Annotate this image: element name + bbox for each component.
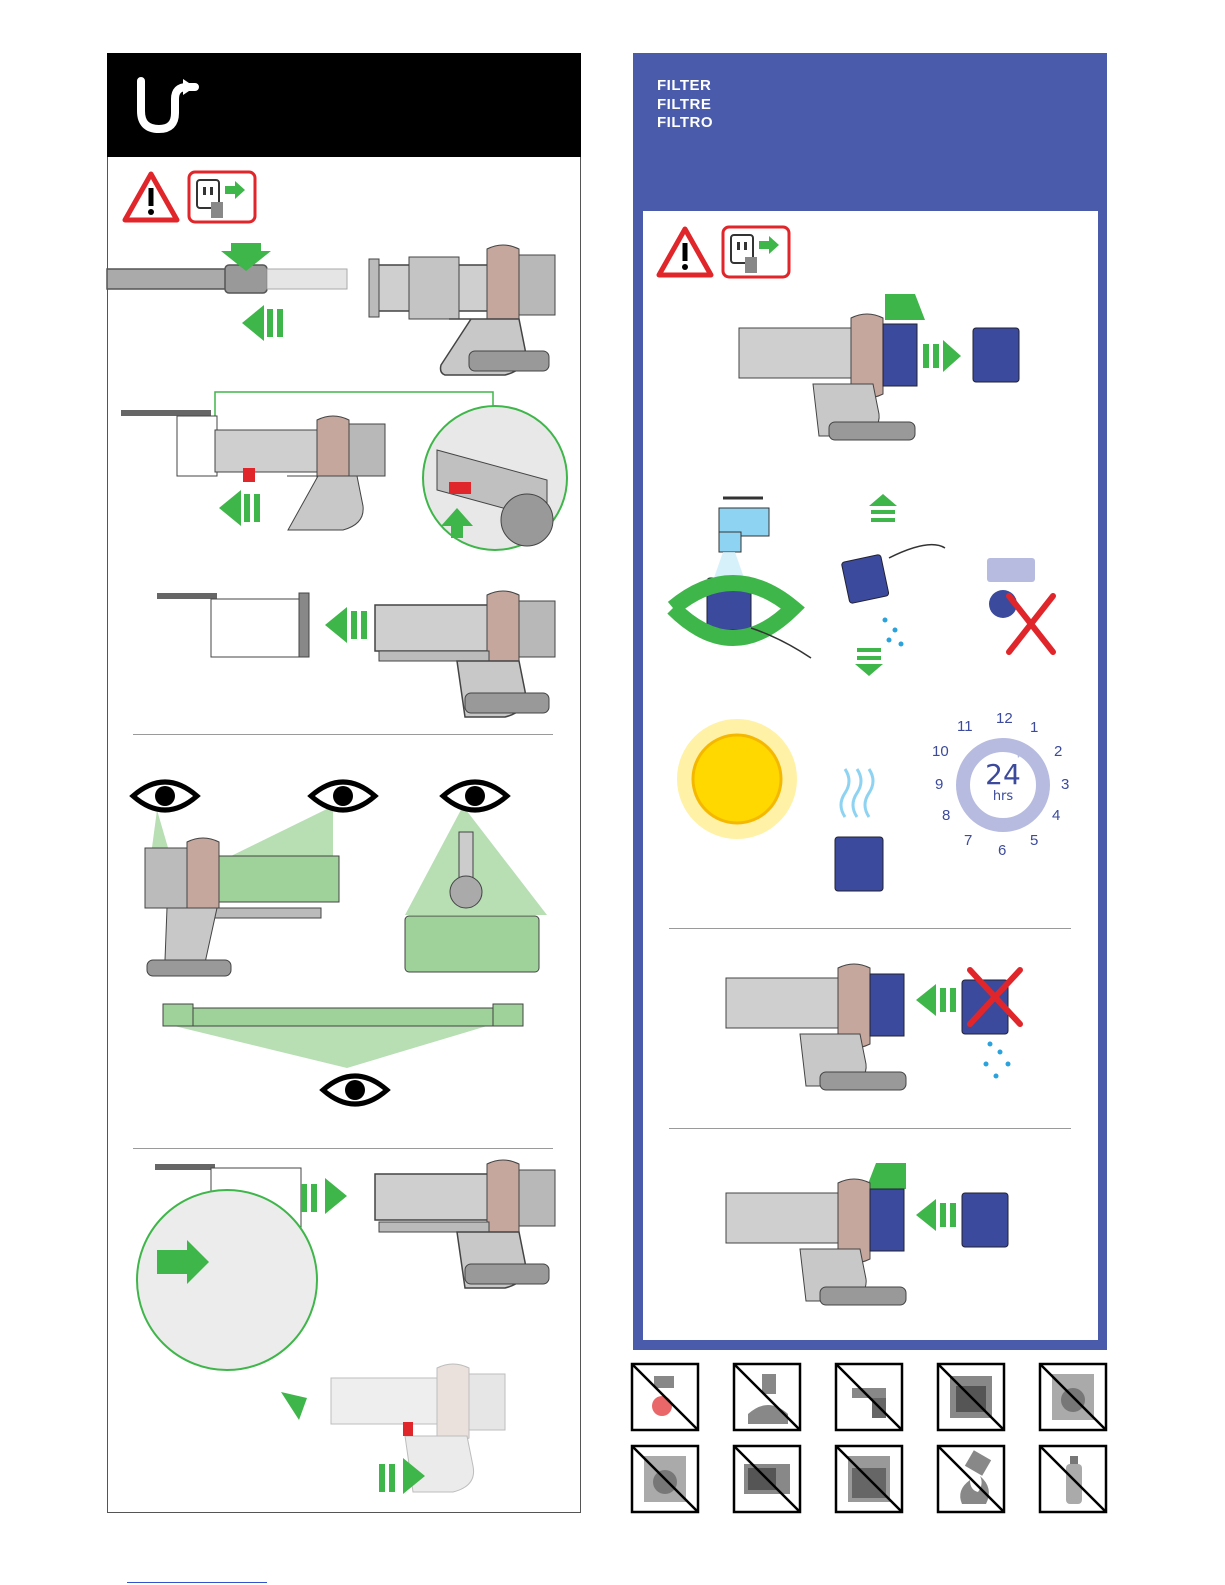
tap-icon [719,498,769,552]
clock-duration-value: 24 [975,760,1031,790]
sun-icon [677,719,797,839]
blockage-header [107,53,581,157]
water-drops-icon [984,1042,1011,1079]
unplug-from-mains-icon [189,172,255,222]
release-bin-illustration [107,390,581,570]
remove-filter-illustration [733,288,1033,448]
cross-out-icon [1009,596,1053,652]
vacuum-body-reversed [145,838,339,976]
refit-bin-illustration [107,1160,581,1505]
filter-unit [962,1193,1008,1247]
heat-waves-icon [841,769,873,817]
clock-hour-5: 5 [1030,832,1038,849]
clock-hour-7: 7 [964,832,972,849]
eye-icon [133,782,197,810]
twist-arrow-icon [885,294,925,320]
no-dishwasher-icon [836,1446,902,1512]
footer-link-underline [127,1582,267,1583]
vacuum-body [375,591,555,717]
eye-icon [311,782,375,810]
pipe-blockage-icon [135,77,199,135]
water-drops-icon [883,618,904,647]
clock-hour-10: 10 [932,743,949,760]
clock-hour-3: 3 [1061,776,1069,793]
clock-duration-unit: hrs [975,790,1031,804]
push-left-arrow-icon [916,1199,956,1231]
inspect-blockages-illustration [107,770,581,1110]
push-right-arrow-icon [301,1178,347,1214]
no-detergent-icon [734,1364,800,1430]
clock-hour-9: 9 [935,776,943,793]
wash-filter-illustration [663,488,1093,688]
left-divider-2 [133,1148,553,1149]
filter-title-en: FILTER [657,77,713,96]
vacuum-body [369,245,555,375]
filter-unit [973,328,1019,382]
clock-hour-2: 2 [1054,743,1062,760]
pull-left-arrow-icon [325,607,367,643]
warning-triangle-icon [659,229,711,275]
right-warning-group [657,225,797,285]
pull-left-arrow-icon [242,305,283,341]
clock-hour-11: 11 [957,718,973,735]
filter-unit [841,554,889,603]
clock-hour-12: 12 [996,710,1013,727]
pull-right-arrow-icon [923,340,961,372]
shake-down-arrow-icon [855,648,883,676]
no-brush-icon [836,1364,902,1430]
filter-unit [835,837,883,891]
filter-title-fr: FILTRE [657,96,713,115]
no-hot-water-icon [632,1364,698,1430]
unplug-from-mains-icon [723,227,789,277]
no-oven-icon [938,1364,1004,1430]
no-fire-icon [938,1446,1004,1512]
clock-hour-1: 1 [1030,719,1038,736]
left-divider-1 [133,734,553,735]
click-arrow-icon [281,1392,307,1420]
detach-wand-illustration [107,235,581,380]
wand-tube [163,1004,523,1026]
filter-title-es: FILTRO [657,114,713,133]
no-aerosol-icon [1040,1446,1106,1512]
vacuum-body [375,1160,555,1288]
shake-up-arrow-icon [869,494,897,522]
release-button-detail [423,406,567,550]
left-warning-group [123,170,263,230]
remove-bin-illustration [107,585,581,725]
care-prohibited-grid [630,1362,1110,1542]
pull-left-arrow-icon [219,490,260,526]
clock-hour-6: 6 [998,842,1006,859]
filter-title: FILTER FILTRE FILTRO [657,77,713,133]
push-left-arrow-icon [916,984,956,1016]
eye-icon [323,1076,387,1104]
right-divider-2 [669,1128,1071,1129]
dry-filter-illustration [663,705,953,895]
no-wet-refit-illustration [720,960,1040,1100]
refit-filter-illustration [720,1155,1040,1315]
no-detergent-icon [987,558,1053,652]
warning-triangle-icon [125,174,177,220]
right-divider-1 [669,928,1071,929]
no-microwave-icon [734,1446,800,1512]
no-tumble-dryer-icon [1040,1364,1106,1430]
twist-arrow-icon [866,1163,906,1189]
drying-time-clock: 24 hrs 12 1 2 3 4 5 6 7 8 9 10 11 [930,710,1076,862]
eye-icon [443,782,507,810]
clock-hour-4: 4 [1052,807,1060,824]
clock-hour-8: 8 [942,807,950,824]
no-washing-machine-icon [632,1446,698,1512]
